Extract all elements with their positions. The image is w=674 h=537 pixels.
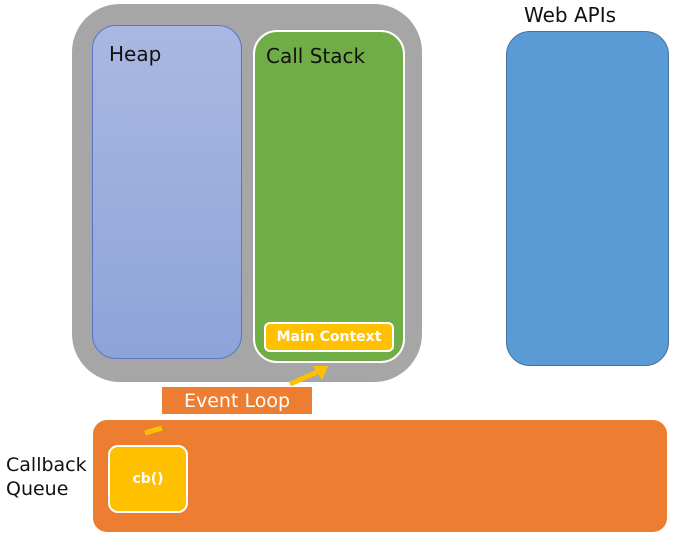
callback-queue-label-line1: Callback (6, 454, 87, 476)
callback-queue-label-line2: Queue (6, 477, 69, 500)
heap-label: Heap (109, 42, 162, 66)
callback-queue-box (93, 420, 667, 532)
call-stack-box (253, 30, 405, 363)
web-apis-label: Web APIs (524, 3, 617, 27)
callback-item: cb() (108, 445, 188, 513)
main-context-frame: Main Context (264, 322, 394, 352)
callback-queue-label: Callback Queue (6, 454, 87, 502)
call-stack-label: Call Stack (266, 44, 366, 68)
web-apis-box (506, 31, 669, 366)
event-loop-label: Event Loop (162, 387, 312, 414)
heap-box (92, 25, 242, 359)
